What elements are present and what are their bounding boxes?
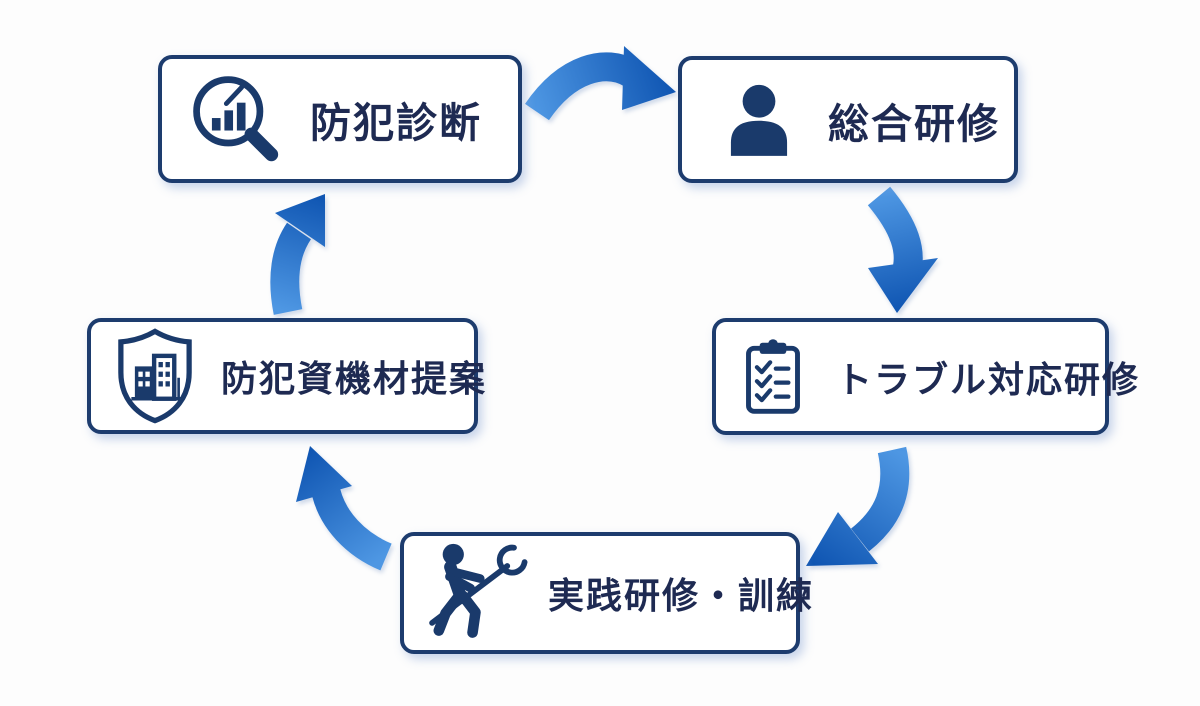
flow-arrow-5 (270, 194, 325, 315)
step-trouble-response-training: トラブル対応研修 (712, 318, 1138, 435)
flow-arrow-3 (806, 446, 910, 566)
flow-arrow-4 (296, 446, 393, 571)
step-label: 総合研修 (828, 99, 1000, 148)
step-security-equipment-proposal: 防犯資機材提案 (87, 318, 485, 434)
flow-arrow-1 (525, 46, 676, 121)
step-label: トラブル対応研修 (836, 359, 1141, 401)
sasumata-person-icon (418, 540, 530, 646)
step-label: 防犯資機材提案 (221, 359, 488, 400)
checklist-clipboard-icon (738, 332, 808, 422)
step-label: 実践研修・訓練 (548, 576, 815, 617)
shield-building-icon (111, 327, 199, 425)
flow-arrow-2 (867, 186, 938, 313)
person-icon (720, 77, 798, 163)
magnifier-chart-icon (186, 71, 282, 167)
step-practical-training-drill: 実践研修・訓練 (400, 532, 812, 654)
step-comprehensive-training: 総合研修 (678, 56, 1018, 183)
step-label: 防犯診断 (310, 99, 482, 147)
step-crime-prevention-diagnosis: 防犯診断 (158, 55, 522, 183)
